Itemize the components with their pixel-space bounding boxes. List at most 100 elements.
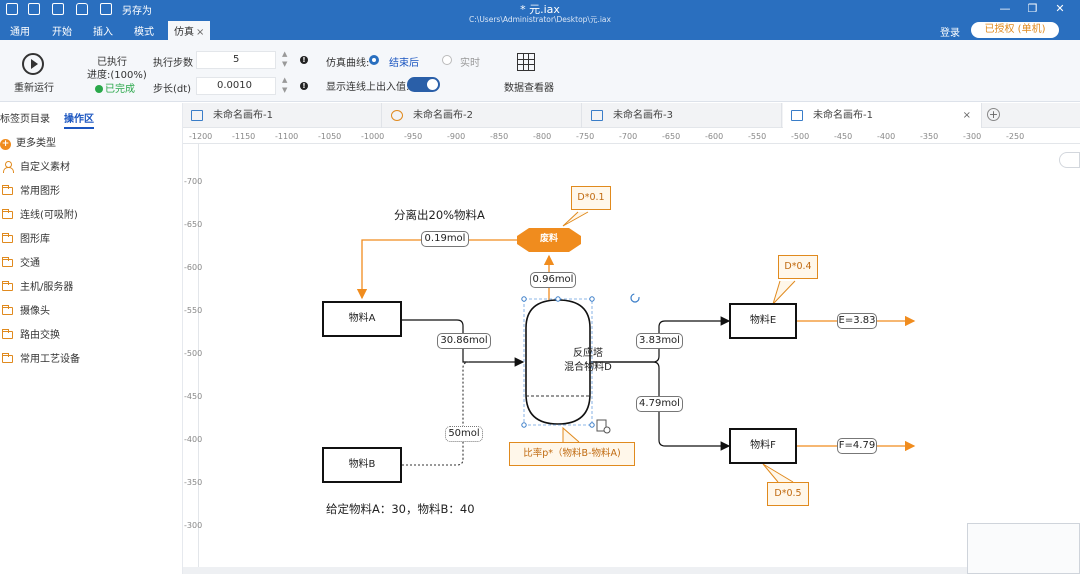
connector-a-to-tower[interactable]: [402, 319, 525, 367]
info-icon[interactable]: !: [300, 82, 308, 90]
drawing-canvas[interactable]: -1200-1150-1100-1050-1000-950-900-850-80…: [183, 128, 1080, 574]
callout-waste-formula[interactable]: D*0.1: [571, 186, 611, 210]
sidebar-item-custom-assets[interactable]: 自定义素材: [0, 158, 70, 173]
save-as-label[interactable]: 另存为: [122, 6, 152, 17]
callout-ratio-formula[interactable]: 比率p*（物料B-物料A): [509, 442, 635, 466]
collapse-panel-icon[interactable]: [1059, 152, 1080, 168]
show-io-toggle[interactable]: [407, 77, 440, 92]
selection-handle[interactable]: [521, 422, 527, 428]
steps-input[interactable]: 5: [196, 51, 276, 69]
doc-tab-1[interactable]: 未命名画布-1: [183, 103, 382, 128]
doc-tab-2[interactable]: 未命名画布-2: [383, 103, 582, 128]
show-io-label: 显示连线上出入值:: [326, 82, 410, 93]
sidebar-item-common-shapes[interactable]: 常用图形: [2, 182, 60, 197]
ruler-tick-label: -1050: [318, 132, 342, 141]
connector-b-to-tower[interactable]: [402, 361, 470, 466]
data-viewer-icon[interactable]: [517, 53, 535, 71]
after-end-label[interactable]: 结束后: [389, 58, 419, 69]
login-link[interactable]: 登录: [940, 28, 960, 39]
save-icon[interactable]: [52, 3, 64, 15]
tab-close-icon[interactable]: ×: [196, 27, 205, 38]
separate-note[interactable]: 分离出20%物料A: [394, 208, 485, 222]
flow-label-waste-a[interactable]: 0.19mol: [421, 231, 469, 247]
selection-handle[interactable]: [589, 422, 595, 428]
new-file-icon[interactable]: [6, 3, 18, 15]
tab-simulation[interactable]: 仿真×: [168, 21, 211, 40]
ruler-tick-label: -300: [963, 132, 982, 141]
flow-label-tower-waste[interactable]: 0.96mol: [530, 272, 576, 288]
callout-e-formula[interactable]: D*0.4: [778, 255, 818, 279]
window-controls: — ❐ ✕: [993, 2, 1072, 15]
output-e-value[interactable]: E=3.83: [837, 313, 877, 329]
flow-label-a-tower[interactable]: 30.86mol: [437, 333, 491, 349]
save-as-icon[interactable]: [100, 3, 112, 15]
tab-start[interactable]: 开始: [52, 27, 72, 38]
ruler-tick-label: -1150: [232, 132, 256, 141]
sidebar-item-process-equipment[interactable]: 常用工艺设备: [2, 350, 80, 365]
rerun-button[interactable]: 重新运行: [14, 83, 54, 94]
waste-node[interactable]: [517, 228, 581, 252]
canvas-icon: [791, 110, 803, 121]
selection-box: [523, 298, 593, 426]
tab-mode[interactable]: 模式: [134, 27, 154, 38]
data-viewer-button[interactable]: 数据查看器: [504, 83, 554, 94]
dt-input[interactable]: 0.0010: [196, 77, 276, 95]
realtime-label[interactable]: 实时: [460, 58, 480, 69]
flow-label-b-tower[interactable]: 50mol: [445, 426, 483, 442]
doc-tab-3[interactable]: 未命名画布-3: [583, 103, 782, 128]
callout-f-formula[interactable]: D*0.5: [767, 482, 809, 506]
sidebar: 标签页目录 操作区 +更多类型 自定义素材 常用图形 连线(可吸附) 图形库 交…: [0, 103, 183, 574]
after-end-radio[interactable]: [369, 55, 379, 65]
steps-down-icon[interactable]: ▼: [282, 60, 288, 68]
progress-label: 进度:(100%): [87, 70, 147, 81]
reaction-tower[interactable]: [525, 299, 591, 425]
waste-label: 废料: [539, 234, 558, 244]
selection-handle[interactable]: [521, 296, 527, 302]
steps-up-icon[interactable]: ▲: [282, 50, 288, 58]
rerun-icon[interactable]: [22, 53, 44, 75]
node-material-a[interactable]: 物料A: [322, 301, 402, 337]
tab-operations[interactable]: 操作区: [64, 110, 94, 129]
sidebar-item-more-types[interactable]: +更多类型: [0, 134, 56, 150]
ruler-tick-label: -700: [184, 177, 203, 186]
dt-down-icon[interactable]: ▼: [282, 86, 288, 94]
node-material-b[interactable]: 物料B: [322, 447, 402, 483]
selection-handle[interactable]: [555, 296, 561, 302]
settings-icon[interactable]: [603, 426, 611, 434]
sidebar-item-label: 交通: [20, 258, 40, 269]
node-material-e[interactable]: 物料E: [729, 303, 797, 339]
sidebar-item-routing[interactable]: 路由交换: [2, 326, 60, 341]
tab-insert[interactable]: 插入: [93, 27, 113, 38]
sidebar-item-servers[interactable]: 主机/服务器: [2, 278, 73, 293]
tab-page-directory[interactable]: 标签页目录: [0, 114, 50, 125]
doc-tab-4[interactable]: 未命名画布-1×: [783, 103, 982, 128]
flow-label-tower-f[interactable]: 4.79mol: [636, 396, 683, 412]
sidebar-item-traffic[interactable]: 交通: [2, 254, 40, 269]
restore-icon[interactable]: ❐: [1027, 2, 1038, 15]
tab-general[interactable]: 通用: [10, 27, 30, 38]
realtime-radio[interactable]: [442, 55, 452, 65]
properties-icon[interactable]: [596, 419, 607, 432]
license-badge[interactable]: 已授权 (单机): [971, 22, 1059, 38]
minimize-icon[interactable]: —: [999, 2, 1011, 15]
sidebar-item-shape-library[interactable]: 图形库: [2, 230, 50, 245]
connector-waste-to-a[interactable]: [356, 239, 519, 300]
sidebar-item-connectors[interactable]: 连线(可吸附): [2, 206, 78, 221]
flow-label-tower-e[interactable]: 3.83mol: [636, 333, 683, 349]
dt-up-icon[interactable]: ▲: [282, 76, 288, 84]
ruler-tick-label: -600: [184, 263, 203, 272]
close-tab-icon[interactable]: ×: [962, 110, 971, 121]
sidebar-item-cameras[interactable]: 摄像头: [2, 302, 50, 317]
info-icon[interactable]: !: [300, 56, 308, 64]
open-icon[interactable]: [28, 3, 40, 15]
minimap[interactable]: [967, 523, 1080, 574]
close-icon[interactable]: ✕: [1055, 2, 1065, 15]
given-note[interactable]: 给定物料A：30，物料B：40: [326, 502, 475, 516]
node-material-f[interactable]: 物料F: [729, 428, 797, 464]
horizontal-scrollbar[interactable]: [183, 567, 967, 574]
add-tab-icon[interactable]: +: [987, 108, 1000, 121]
selection-handle[interactable]: [589, 296, 595, 302]
folder-icon[interactable]: [76, 3, 88, 15]
output-f-value[interactable]: F=4.79: [837, 438, 877, 454]
rotate-handle-icon[interactable]: [630, 293, 640, 303]
